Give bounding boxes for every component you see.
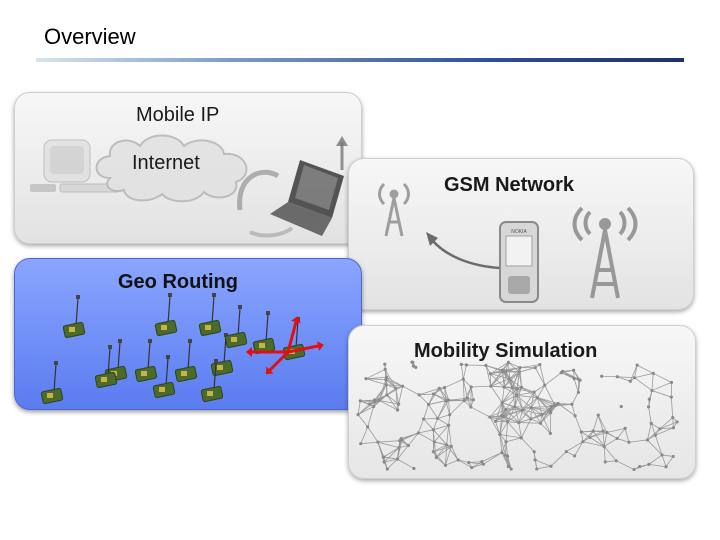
- routing-arrows: [246, 316, 324, 375]
- internet-label: Internet: [132, 152, 200, 174]
- mobility-simulation-panel: [348, 325, 696, 479]
- mobile-phone-icon: [499, 221, 539, 303]
- geo-routing-label: Geo Routing: [118, 271, 238, 293]
- phone-brand: NOKIA: [511, 229, 527, 235]
- mobile-ip-label: Mobile IP: [136, 104, 220, 126]
- laptop-icon: [270, 160, 344, 236]
- sensor-node-icon: [134, 339, 158, 383]
- mesh-network: [356, 360, 679, 472]
- antenna-tower-icon: [378, 182, 410, 237]
- antenna-tower-icon: [572, 206, 638, 299]
- mobility-simulation-label: Mobility Simulation: [414, 340, 598, 362]
- signal-arrow: [431, 239, 501, 270]
- sensor-node-icon: [200, 359, 224, 403]
- sensor-node-icon: [252, 311, 276, 355]
- sensor-node-icon: [152, 355, 176, 399]
- desktop-computer-icon: [30, 139, 121, 193]
- title-rule: [36, 58, 684, 62]
- sensor-node-icon: [224, 305, 248, 349]
- slide-title: Overview: [44, 24, 136, 49]
- movement-arrow: [237, 169, 280, 211]
- sensor-node-icon: [198, 293, 222, 337]
- cloud-icon: [95, 134, 248, 203]
- sensor-node-icon: [94, 345, 118, 389]
- motion-curve: [249, 226, 294, 238]
- sensor-node-icon: [62, 295, 86, 339]
- gsm-network-label: GSM Network: [444, 174, 575, 196]
- sensor-node-icon: [154, 293, 178, 337]
- sensor-node-icon: [174, 339, 198, 383]
- sensor-node-icon: [40, 361, 64, 405]
